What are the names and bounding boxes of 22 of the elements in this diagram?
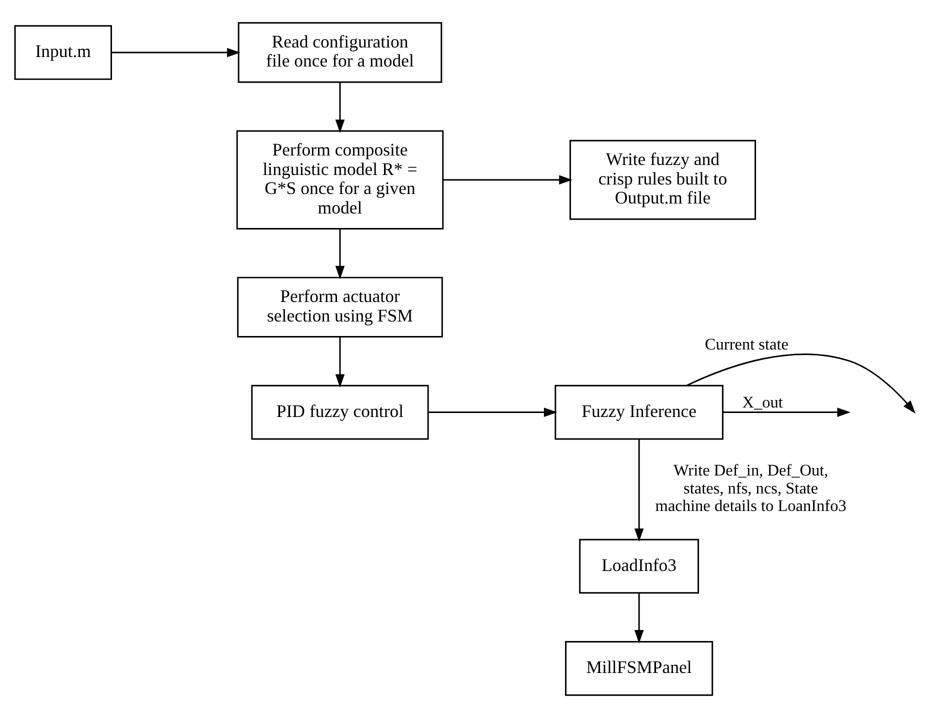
edge-label: Write Def_in, Def_Out, states, nfs, ncs, State machine details to LoanInfo3	[654, 460, 846, 515]
arrow	[110, 47, 240, 57]
node-box: Perform composite linguistic model R* = G*S once for a given model	[236, 130, 444, 229]
arrow	[428, 407, 557, 416]
node-box: MillFSMPanel	[564, 640, 713, 696]
arrow	[334, 82, 344, 132]
arrow	[334, 228, 344, 279]
arrow	[634, 592, 644, 643]
arrow	[722, 407, 850, 416]
arrow	[686, 353, 916, 414]
node-box: Input.m	[14, 24, 112, 80]
node-box: LoadInfo3	[578, 538, 699, 594]
node-box: PID fuzzy control	[250, 384, 428, 440]
node-box: Fuzzy Inference	[554, 384, 723, 440]
arrow	[334, 336, 344, 388]
edge-label: X_out	[742, 392, 782, 412]
edge-label: Current state	[704, 334, 788, 354]
node-box: Perform actuator selection using FSM	[236, 276, 442, 338]
arrow	[634, 438, 644, 542]
node-box: Write fuzzy and crisp rules built to Output.m file	[568, 139, 756, 220]
arrow	[442, 174, 572, 184]
node-box: Read configuration file once for a model	[237, 22, 442, 82]
